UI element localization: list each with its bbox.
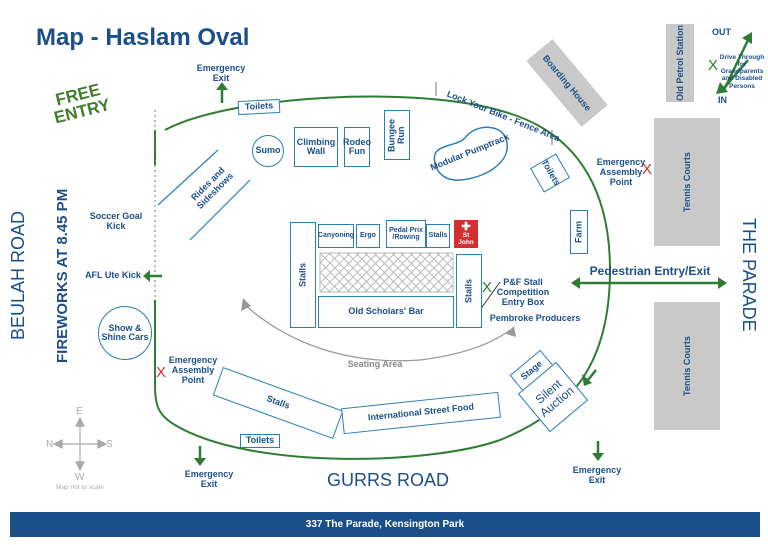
- footer-address: 337 The Parade, Kensington Park: [10, 512, 760, 537]
- bungee-run: Bungee Run: [384, 110, 410, 160]
- x-mark-drive: X: [708, 57, 719, 74]
- show-shine-cars: Show & Shine Cars: [98, 306, 152, 360]
- pembroke-label: Pembroke Producers: [489, 313, 581, 323]
- emergency-exit-bottom-right: Emergency Exit: [572, 465, 622, 485]
- seating-label: Seating Area: [347, 359, 403, 369]
- drive-through-label: Drive Through for Grandparents and Disab…: [719, 54, 765, 90]
- compass-w: W: [75, 472, 85, 483]
- road-south-label: GURRS ROAD: [326, 470, 449, 490]
- old-scholars-bar: Old Scholars' Bar: [318, 296, 454, 328]
- pedestrian-label: Pedestrian Entry/Exit: [589, 264, 711, 278]
- stalls-right: Stalls: [456, 254, 482, 328]
- farm: Farm: [570, 210, 588, 254]
- st-john-label: St John: [458, 231, 474, 246]
- x-mark-right: X: [642, 161, 653, 178]
- st-john-icon: ✚: [461, 220, 471, 233]
- tennis-courts-top: Tennis Courts: [654, 118, 720, 246]
- rodeo-fun: Rodeo Fun: [343, 127, 371, 167]
- in-label: IN: [718, 95, 727, 105]
- compass-e: E: [76, 406, 83, 417]
- out-label: OUT: [712, 27, 731, 37]
- stalls-small: Stalls: [426, 224, 450, 248]
- ergo: Ergo: [356, 224, 380, 248]
- x-mark-left: X: [156, 364, 167, 381]
- compass-s: S: [106, 439, 113, 450]
- compass-note: Map not to scale: [56, 484, 104, 491]
- tennis-courts-bottom: Tennis Courts: [654, 302, 720, 430]
- page-title: Map - Haslam Oval: [36, 24, 250, 51]
- x-mark-pf: X: [482, 279, 493, 296]
- stalls-left: Stalls: [290, 222, 316, 328]
- pedal-prix: Pedal Prix /Rowing: [386, 220, 426, 248]
- emergency-exit-top: Emergency Exit: [196, 63, 246, 83]
- emergency-exit-bottom-left: Emergency Exit: [184, 469, 234, 489]
- old-petrol-station: Old Petrol Station: [666, 24, 694, 102]
- pf-stall-label: P&F Stall Competition Entry Box: [496, 277, 550, 307]
- st-john: ✚ St John: [454, 220, 478, 248]
- afl-label: AFL Ute Kick: [85, 270, 141, 280]
- compass-n: N: [46, 439, 54, 450]
- sumo: Sumo: [252, 135, 284, 167]
- toilets-bottom: Toilets: [240, 434, 280, 448]
- road-east-label: THE PARADE: [739, 218, 759, 332]
- emergency-assembly-right: Emergency Assembly Point: [596, 157, 646, 187]
- emergency-assembly-left: Emergency Assembly Point: [168, 355, 218, 385]
- climbing-wall: Climbing Wall: [294, 127, 338, 167]
- toilets-top: Toilets: [237, 98, 281, 116]
- canyoning: Canyoning: [318, 224, 354, 248]
- pumptrack-shape: [433, 126, 508, 181]
- soccer-label: Soccer Goal Kick: [89, 211, 143, 231]
